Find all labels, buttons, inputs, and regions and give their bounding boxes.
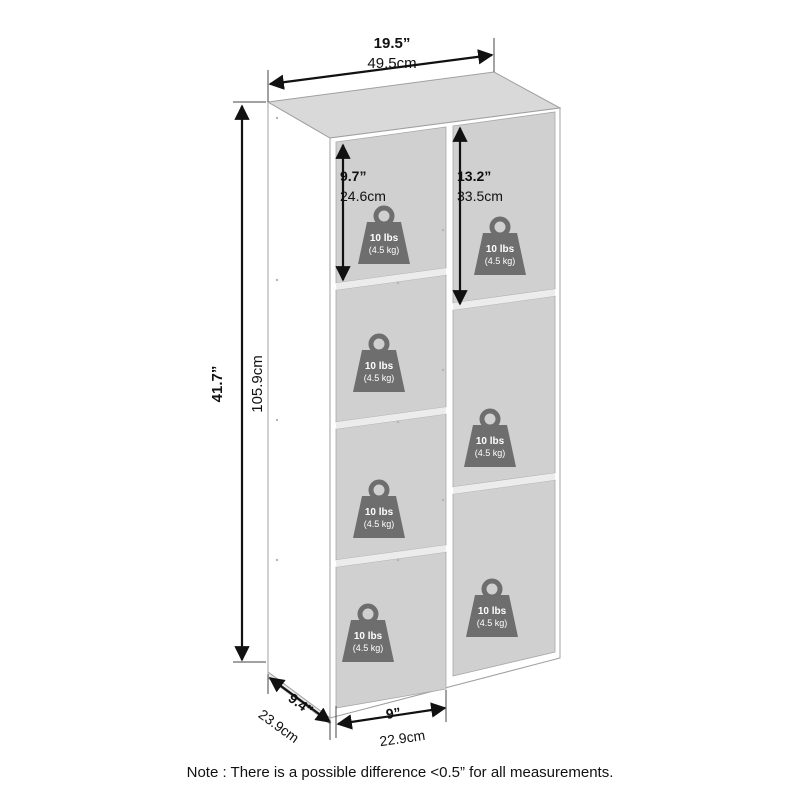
cubby-left-3 bbox=[335, 413, 447, 561]
weight-icon: 10 lbs(4.5 kg) bbox=[353, 479, 405, 538]
weight-icon: 10 lbs(4.5 kg) bbox=[474, 216, 526, 275]
weight-lbs-label: 10 lbs bbox=[370, 233, 399, 244]
weight-lbs-label: 10 lbs bbox=[354, 631, 383, 642]
weight-icon: 10 lbs(4.5 kg) bbox=[358, 205, 410, 264]
weight-icon: 10 lbs(4.5 kg) bbox=[342, 603, 394, 662]
cubby-width-arrow bbox=[336, 702, 447, 730]
depth-cm-label: 23.9cm bbox=[256, 706, 303, 746]
weight-lbs-label: 10 lbs bbox=[478, 606, 507, 617]
small-cubby-cm-label: 24.6cm bbox=[340, 188, 386, 204]
left-side-panel bbox=[267, 101, 331, 719]
cubby-width-cm-label: 22.9cm bbox=[378, 727, 426, 749]
weight-icon: 10 lbs(4.5 kg) bbox=[464, 408, 516, 467]
measurement-note: Note : There is a possible difference <0… bbox=[186, 764, 614, 781]
width-arrow bbox=[268, 49, 494, 90]
height-in-label: 41.7” bbox=[209, 366, 226, 403]
cubby-left-4 bbox=[335, 551, 447, 709]
weight-icon: 10 lbs(4.5 kg) bbox=[353, 333, 405, 392]
weight-icon: 10 lbs(4.5 kg) bbox=[466, 578, 518, 637]
weight-lbs-label: 10 lbs bbox=[476, 436, 505, 447]
extension-lines bbox=[233, 38, 495, 740]
width-cm-label: 49.5cm bbox=[367, 55, 416, 72]
peg-holes bbox=[275, 116, 445, 562]
bookcase bbox=[266, 71, 562, 725]
weight-kg-label: (4.5 kg) bbox=[364, 373, 395, 383]
shelf-top-left-1 bbox=[336, 268, 446, 290]
shelf-top-right-2 bbox=[453, 473, 555, 494]
shelf-top-right-1 bbox=[453, 289, 555, 310]
weight-icons: 10 lbs(4.5 kg)10 lbs(4.5 kg)10 lbs(4.5 k… bbox=[342, 205, 526, 662]
shelf-top-left-3 bbox=[336, 545, 446, 567]
weight-lbs-label: 10 lbs bbox=[365, 507, 394, 518]
weight-lbs-label: 10 lbs bbox=[486, 244, 515, 255]
weight-kg-label: (4.5 kg) bbox=[485, 256, 516, 266]
weight-kg-label: (4.5 kg) bbox=[353, 643, 384, 653]
small-cubby-in-label: 9.7” bbox=[340, 168, 366, 184]
large-cubby-in-label: 13.2” bbox=[457, 168, 491, 184]
shelf-top-left-2 bbox=[336, 407, 446, 429]
weight-kg-label: (4.5 kg) bbox=[475, 448, 506, 458]
width-in-label: 19.5” bbox=[374, 35, 411, 52]
weight-lbs-label: 10 lbs bbox=[365, 361, 394, 372]
dimension-arrows bbox=[234, 49, 494, 730]
depth-arrow bbox=[268, 677, 332, 723]
weight-kg-label: (4.5 kg) bbox=[369, 245, 400, 255]
large-cubby-cm-label: 33.5cm bbox=[457, 188, 503, 204]
cubby-left-2 bbox=[335, 274, 447, 423]
weight-kg-label: (4.5 kg) bbox=[477, 618, 508, 628]
height-cm-label: 105.9cm bbox=[249, 355, 266, 413]
cubby-right-3 bbox=[452, 479, 556, 677]
cubby-width-in-label: 9” bbox=[385, 704, 402, 722]
weight-kg-label: (4.5 kg) bbox=[364, 519, 395, 529]
